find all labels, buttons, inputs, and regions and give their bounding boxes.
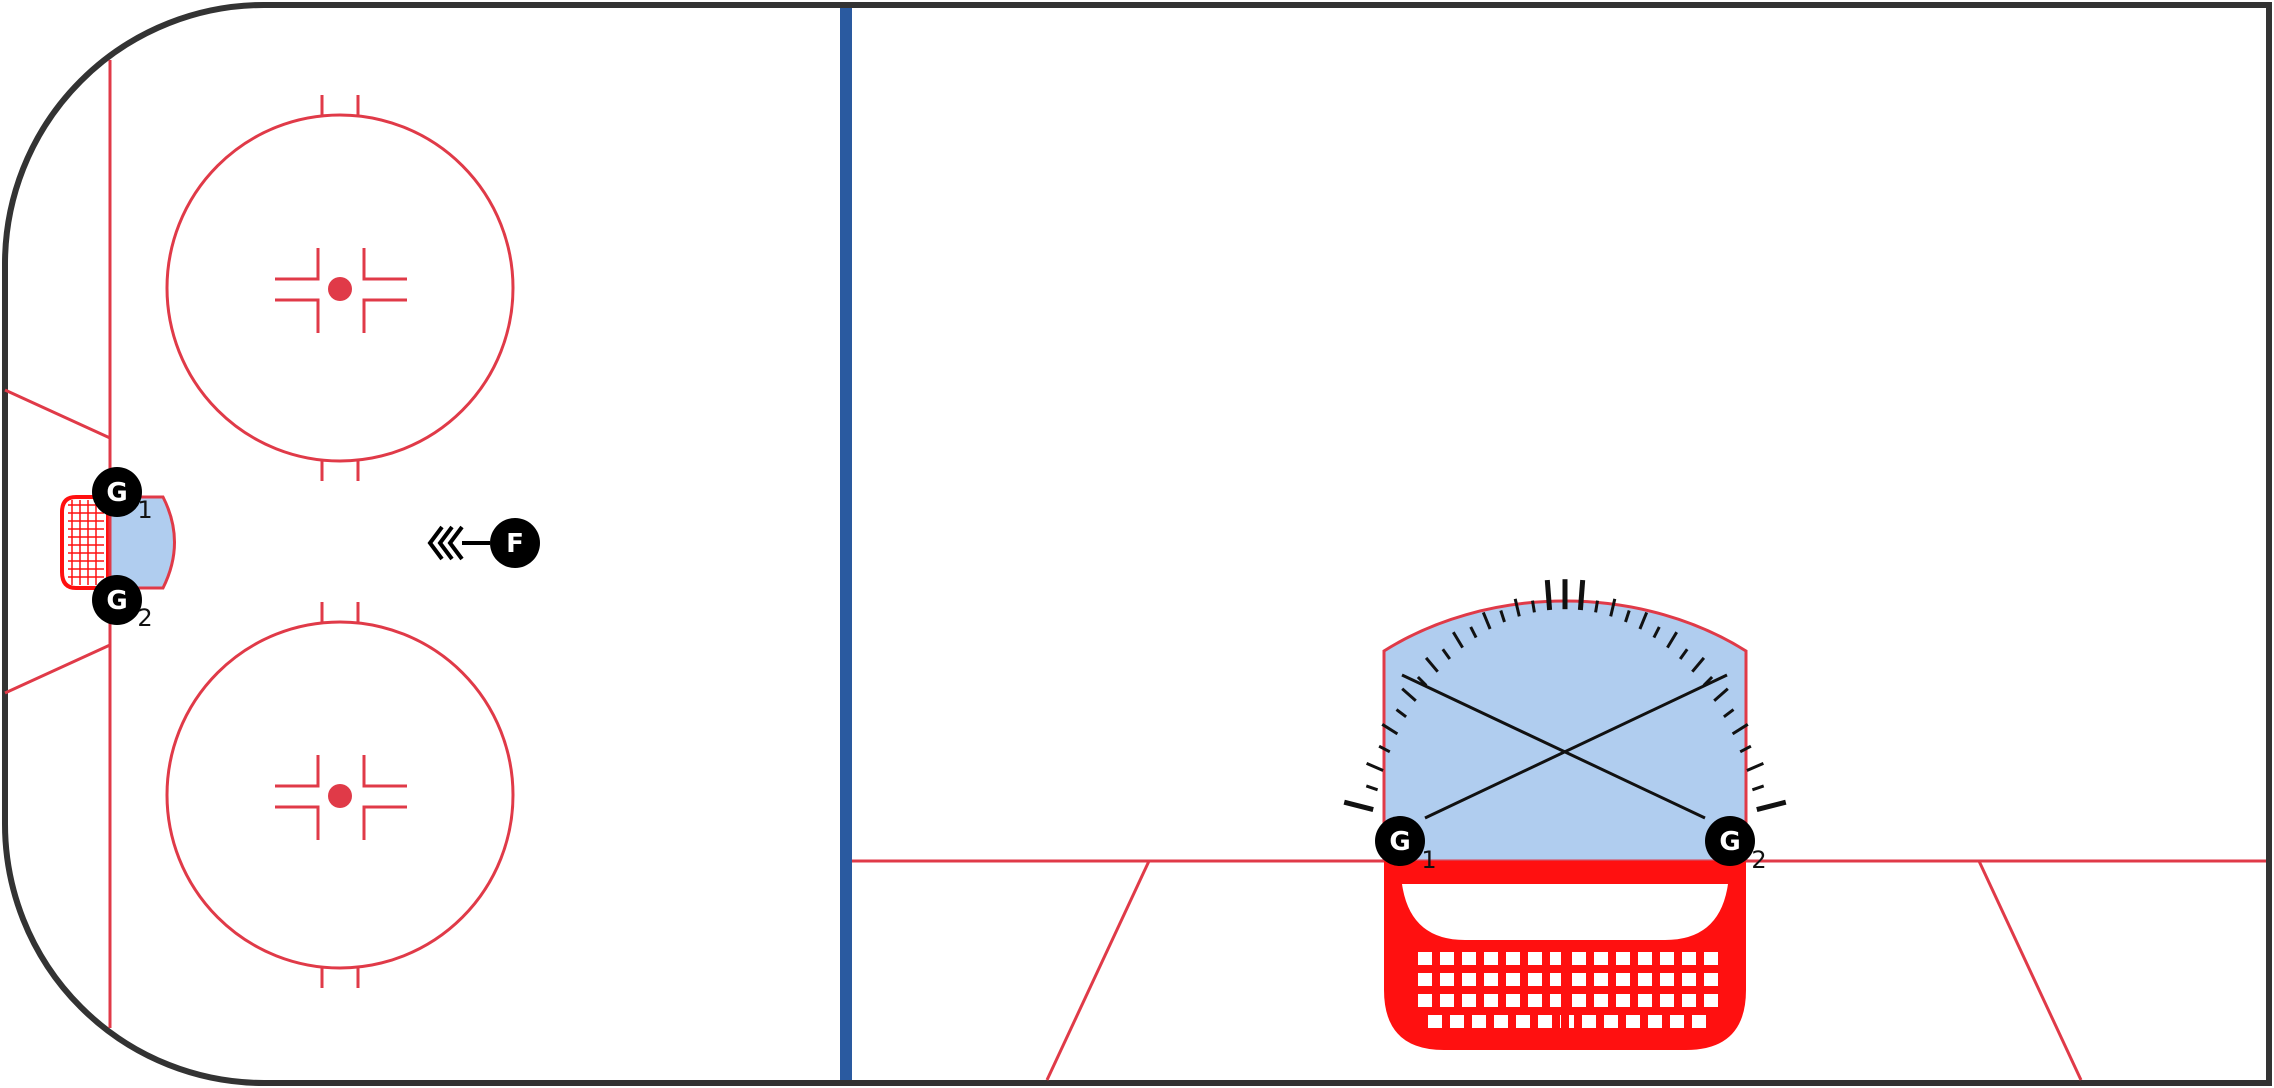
hash-mark — [1499, 610, 1506, 623]
hash-mark — [1481, 611, 1492, 630]
zoom-trapezoid-left — [1045, 860, 1151, 1081]
drill-line-g2 — [1401, 673, 1706, 820]
blue-line — [840, 8, 852, 1080]
player-marker-g1-overview: G 1 — [92, 467, 153, 524]
drill-line-g1 — [1424, 673, 1728, 820]
svg-text:1: 1 — [137, 496, 152, 524]
hash-mark — [1424, 656, 1439, 673]
hash-mark — [1395, 708, 1407, 718]
hash-mark — [1756, 799, 1787, 813]
svg-text:G: G — [1389, 827, 1410, 857]
hash-mark — [1416, 675, 1428, 687]
hash-mark — [1702, 675, 1714, 687]
hash-mark — [1723, 708, 1735, 718]
svg-text:G: G — [106, 586, 127, 616]
hash-mark — [1638, 611, 1649, 630]
hash-mark — [1624, 610, 1631, 623]
hash-mark — [1366, 762, 1384, 772]
hash-mark — [1652, 626, 1661, 639]
goal-net-icon — [60, 495, 110, 590]
player-marker-g2-overview: G 2 — [92, 575, 153, 632]
hash-mark — [1739, 744, 1752, 754]
goal-crease-zoom — [1382, 599, 1748, 863]
hash-mark — [1544, 579, 1553, 611]
hash-mark — [1691, 656, 1706, 673]
zoom-trapezoid-right — [1977, 860, 2083, 1081]
hash-mark — [1343, 799, 1374, 813]
svg-text:2: 2 — [1751, 846, 1766, 874]
hash-mark — [1666, 631, 1678, 649]
hash-mark — [1713, 687, 1729, 702]
svg-text:G: G — [106, 478, 127, 508]
hash-mark — [1731, 723, 1749, 736]
hash-mark — [1577, 579, 1586, 611]
hash-mark — [1441, 648, 1452, 660]
hash-mark — [1401, 687, 1417, 702]
svg-text:2: 2 — [137, 604, 152, 632]
hash-mark — [1594, 600, 1599, 613]
player-marker-g1-zoom: G 1 — [1375, 816, 1437, 874]
faceoff-circle-bottom — [165, 602, 515, 988]
hash-mark — [1469, 626, 1478, 639]
goal-crease-overview — [108, 495, 176, 590]
hash-mark — [1452, 631, 1464, 649]
skating-arrow-icon — [427, 525, 490, 561]
goal-net-zoom-icon — [1384, 861, 1746, 1050]
faceoff-circle-top — [165, 95, 515, 481]
player-marker-forward: F — [490, 518, 540, 568]
hash-mark — [1378, 744, 1391, 754]
trapezoid-line-top — [4, 388, 111, 440]
faceoff-dot-top — [328, 277, 352, 301]
hash-mark — [1513, 598, 1521, 617]
hash-mark — [1751, 784, 1765, 792]
hash-mark — [1531, 600, 1536, 613]
hash-mark — [1678, 648, 1689, 660]
hash-mark — [1381, 723, 1399, 736]
svg-text:G: G — [1719, 827, 1740, 857]
svg-text:1: 1 — [1421, 846, 1436, 874]
player-marker-g2-zoom: G 2 — [1705, 816, 1767, 874]
hash-mark — [1746, 762, 1764, 772]
trapezoid-line-bottom — [4, 643, 111, 695]
svg-text:F: F — [506, 529, 524, 559]
hash-mark — [1609, 598, 1617, 617]
hash-mark — [1365, 784, 1379, 792]
stickhandling-hash-icon — [1343, 579, 1787, 813]
faceoff-dot-bottom — [328, 784, 352, 808]
